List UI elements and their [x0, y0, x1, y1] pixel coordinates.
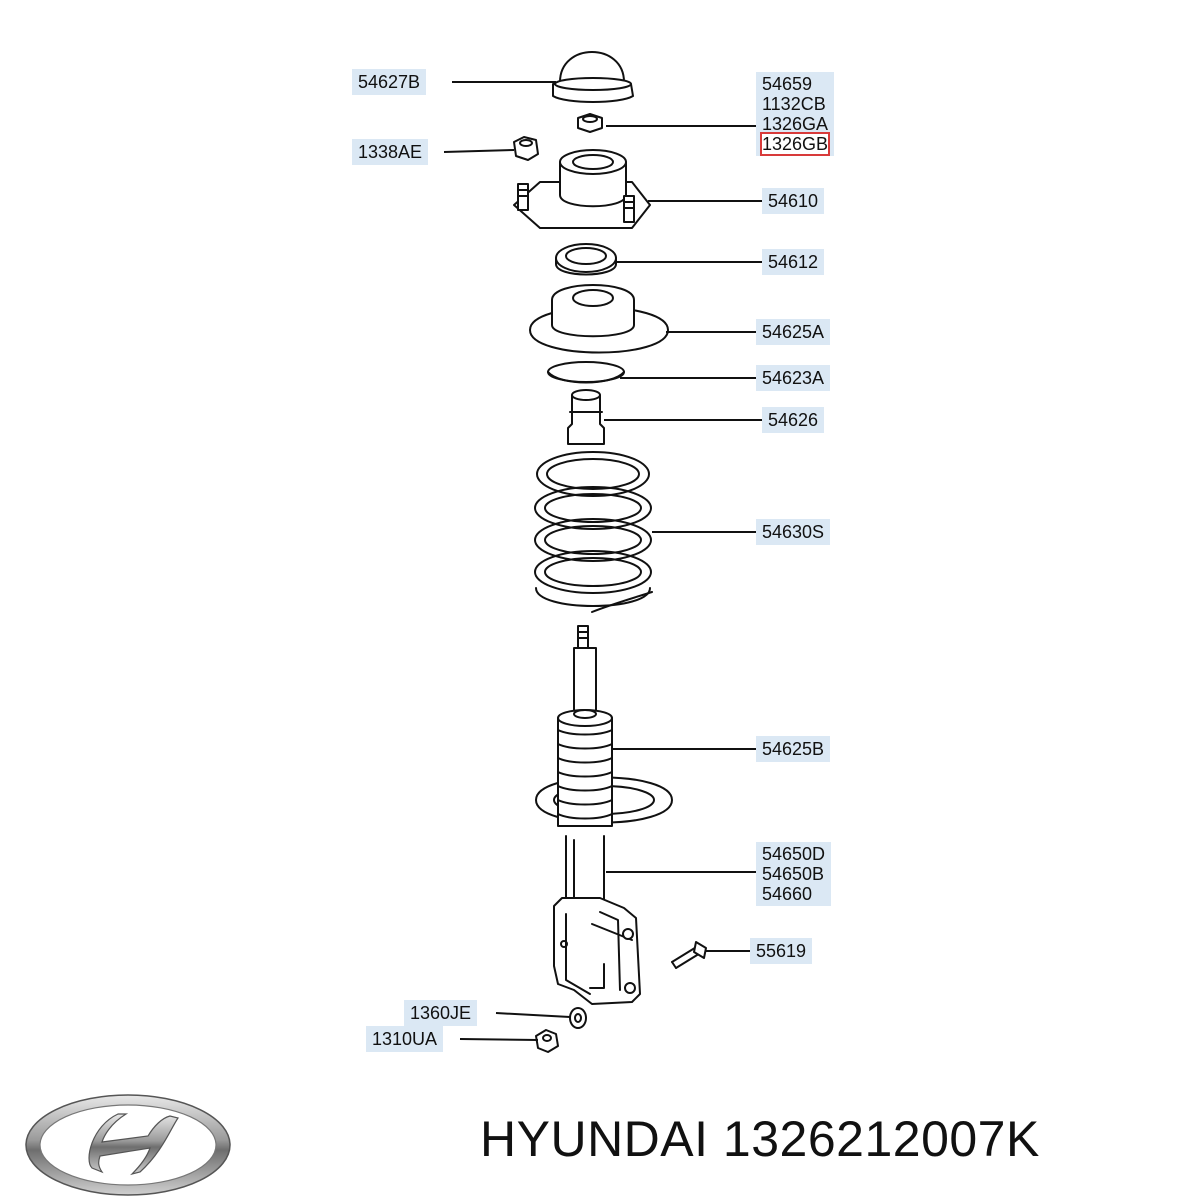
strut-exploded-drawing [443, 51, 762, 1053]
part-label-54650B[interactable]: 54650B [762, 864, 825, 884]
small-nut-part [577, 113, 603, 133]
part-label-1338AE[interactable]: 1338AE [352, 139, 429, 165]
part-label-1360JE[interactable]: 1360JE [404, 1000, 478, 1026]
strut-mount-part [513, 149, 651, 229]
part-label-54659[interactable]: 54659 [762, 74, 813, 94]
part-label-54625B[interactable]: 54625B [756, 736, 831, 762]
part-label-54623A[interactable]: 54623A [756, 365, 831, 391]
spring-pad-part [547, 361, 625, 384]
part-label-54650D[interactable]: 54650D [762, 844, 826, 864]
part-label-54630S[interactable]: 54630S [756, 519, 831, 545]
bump-stop-part [567, 389, 605, 445]
part-label-54625A[interactable]: 54625A [756, 319, 831, 345]
upper-spring-seat-part [529, 284, 669, 354]
dust-cap-part [552, 51, 634, 103]
part-label-54626[interactable]: 54626 [762, 407, 825, 433]
part-label-54612[interactable]: 54612 [762, 249, 825, 275]
coil-spring-part [534, 451, 653, 613]
part-label-group-strut-assembly: 54650D 54650B 54660 [756, 842, 832, 906]
product-caption: HYUNDAI 1326212007K [480, 1111, 1040, 1167]
leader-lines [443, 81, 762, 1041]
part-label-1326GB-highlighted[interactable]: 1326GB [759, 132, 831, 156]
part-label-54610[interactable]: 54610 [762, 188, 825, 214]
strut-bearing-part [555, 243, 617, 276]
part-label-54627B[interactable]: 54627B [352, 69, 427, 95]
part-label-1326GA[interactable]: 1326GA [762, 114, 829, 134]
shock-absorber-part [535, 625, 673, 1005]
part-label-group-mount-hardware: 54659 1132CB 1326GA 1326GB [756, 72, 835, 156]
part-label-55619[interactable]: 55619 [750, 938, 813, 964]
washer-part [569, 1007, 587, 1029]
part-label-1132CB[interactable]: 1132CB [762, 94, 826, 114]
bolt-part [671, 941, 707, 969]
lower-nut-part [535, 1029, 559, 1053]
flange-nut-part [513, 136, 539, 161]
part-label-54660[interactable]: 54660 [762, 884, 813, 904]
part-label-1310UA[interactable]: 1310UA [366, 1026, 444, 1052]
hyundai-logo [25, 1094, 231, 1196]
